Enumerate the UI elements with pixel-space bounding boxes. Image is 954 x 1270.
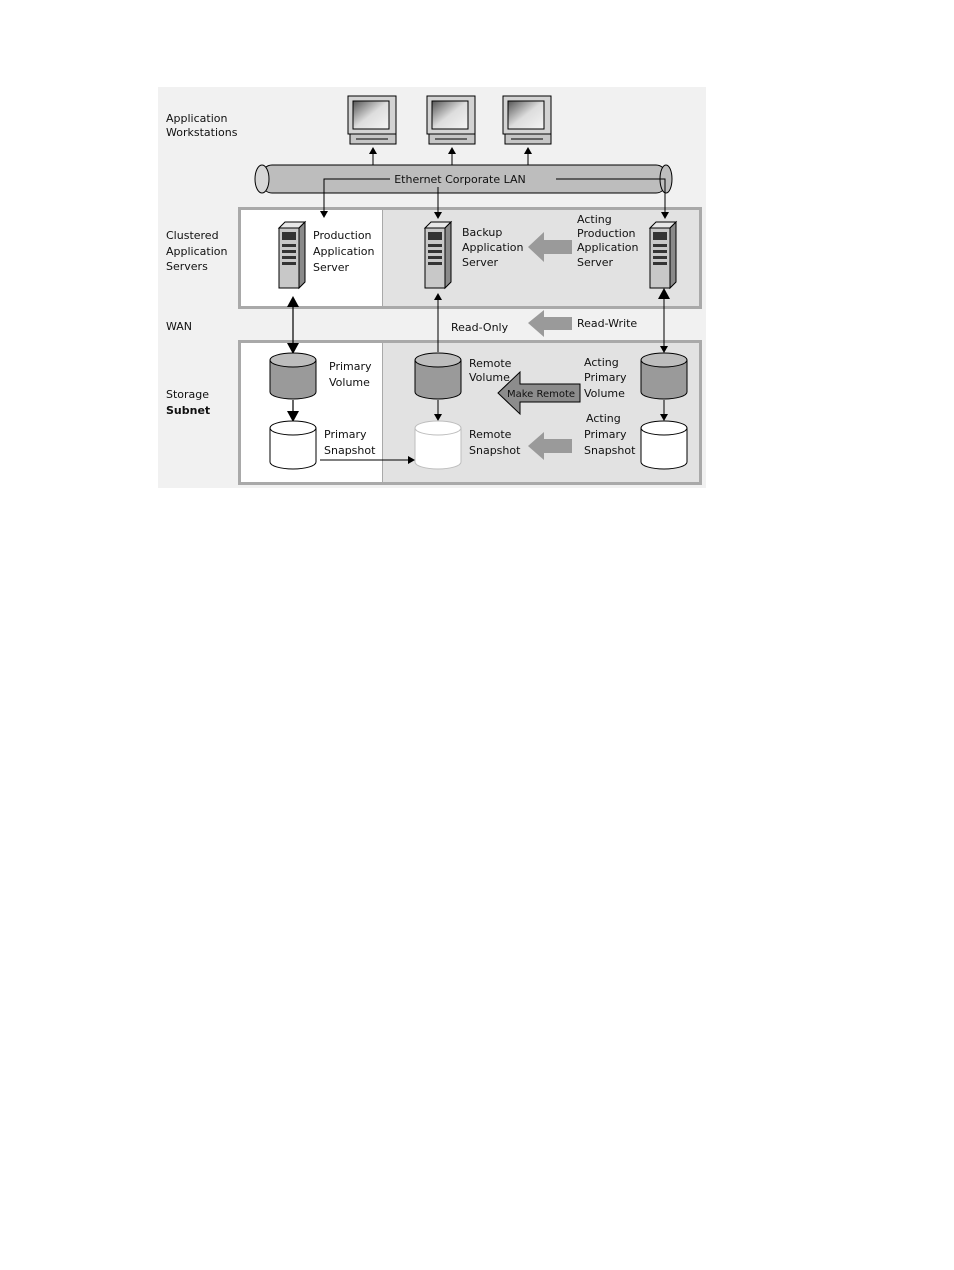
acting-volume-label: Acting Primary Volume bbox=[584, 356, 630, 400]
primary-volume-label: Primary Volume bbox=[329, 360, 375, 389]
primary-snapshot-label: Primary Snapshot bbox=[324, 428, 376, 457]
lan-to-acting-server-arrow bbox=[556, 178, 669, 219]
remote-volume-icon bbox=[414, 352, 462, 400]
row-label-storage: Storage Subnet bbox=[166, 388, 213, 417]
wan-direction-arrow bbox=[528, 310, 572, 337]
production-server-label: Production Application Server bbox=[313, 229, 378, 274]
row-label-servers: Clustered Application Servers bbox=[166, 229, 231, 273]
backup-server-label: Backup Application Server bbox=[462, 226, 527, 269]
acting-volume-icon bbox=[640, 352, 688, 400]
make-remote-arrow bbox=[497, 370, 581, 416]
make-remote-label: Make Remote bbox=[507, 389, 575, 400]
workstation-monitor-1 bbox=[347, 95, 397, 145]
workstation-monitor-3 bbox=[502, 95, 552, 145]
remote-snapshot-label: Remote Snapshot bbox=[469, 428, 521, 457]
read-only-label: Read-Only bbox=[451, 321, 509, 334]
acting-server-label: Acting Production Application Server bbox=[577, 213, 642, 269]
lan-pipe bbox=[254, 164, 673, 194]
acting-snapshot-icon bbox=[640, 420, 688, 470]
failover-arrow-snapshots bbox=[528, 432, 572, 460]
remote-snapshot-icon bbox=[414, 420, 462, 470]
primary-snapshot-icon bbox=[269, 420, 317, 470]
primary-volume-icon bbox=[269, 352, 317, 400]
production-server-icon bbox=[277, 220, 307, 290]
server-band bbox=[238, 207, 702, 309]
lan-to-production-server-arrow bbox=[320, 178, 390, 218]
row-label-wan: WAN bbox=[166, 320, 192, 333]
lan-label: Ethernet Corporate LAN bbox=[394, 173, 526, 186]
acting-server-icon bbox=[648, 220, 678, 290]
remote-volume-label: Remote Volume bbox=[469, 357, 515, 384]
backup-server-icon bbox=[423, 220, 453, 290]
row-label-workstations: Application Workstations bbox=[166, 112, 238, 139]
acting-snapshot-label: Acting Primary Snapshot bbox=[584, 412, 636, 457]
workstation-monitor-2 bbox=[426, 95, 476, 145]
read-write-label: Read-Write bbox=[577, 317, 637, 330]
failover-arrow-servers bbox=[528, 232, 572, 262]
